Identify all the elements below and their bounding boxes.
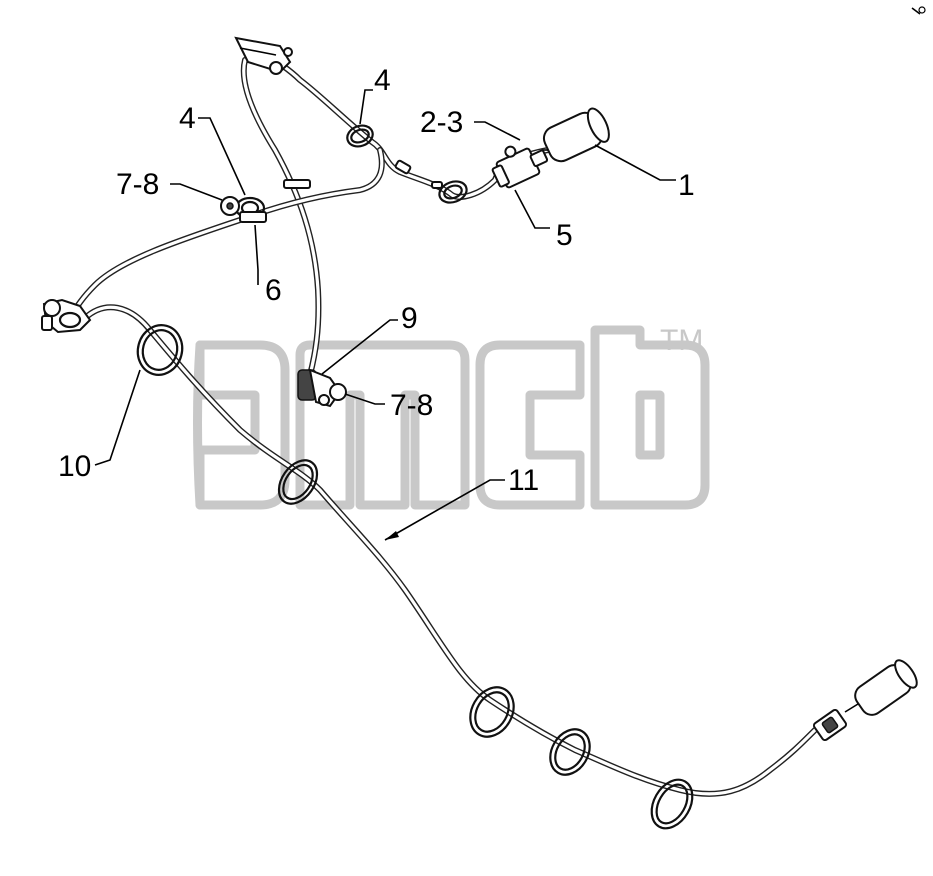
callout-11: 11 — [508, 464, 539, 497]
part-ring-lower-3 — [650, 778, 694, 830]
callout-2-3: 2-3 — [420, 106, 463, 139]
callout-7-8-center: 7-8 — [390, 389, 433, 422]
part-plug-2-3 — [491, 145, 549, 189]
callout-9: 9 — [401, 302, 418, 335]
part-ring-lower-1 — [469, 686, 515, 738]
part-ring-10 — [136, 324, 184, 376]
callout-10: 10 — [58, 450, 91, 483]
corner-mark — [911, 6, 926, 15]
watermark-logo: TM — [193, 324, 710, 510]
callout-6: 6 — [265, 274, 282, 307]
callout-5: 5 — [556, 219, 573, 252]
part-connector-1 — [542, 107, 610, 163]
part-sleeve — [283, 179, 311, 189]
part-end-connector — [812, 659, 918, 742]
part-center-clip-9 — [297, 368, 347, 408]
callout-labels: 1 2-3 4 4 5 6 7-8 7-8 9 10 11 — [58, 64, 695, 497]
part-ring-middle — [277, 459, 319, 505]
callout-4-left: 4 — [179, 102, 196, 135]
part-ring-lower-2 — [549, 728, 591, 776]
part-clip-4-6 — [220, 196, 267, 223]
part-ring-5 — [394, 159, 468, 204]
callout-7-8-left: 7-8 — [116, 168, 159, 201]
callout-4-right: 4 — [374, 64, 391, 97]
part-left-connector — [41, 298, 92, 334]
callout-1: 1 — [678, 169, 695, 202]
part-top-clamp — [234, 36, 293, 75]
watermark-trademark: TM — [660, 324, 703, 357]
leader-lines — [94, 89, 676, 541]
part-ring-4-right — [346, 124, 374, 148]
